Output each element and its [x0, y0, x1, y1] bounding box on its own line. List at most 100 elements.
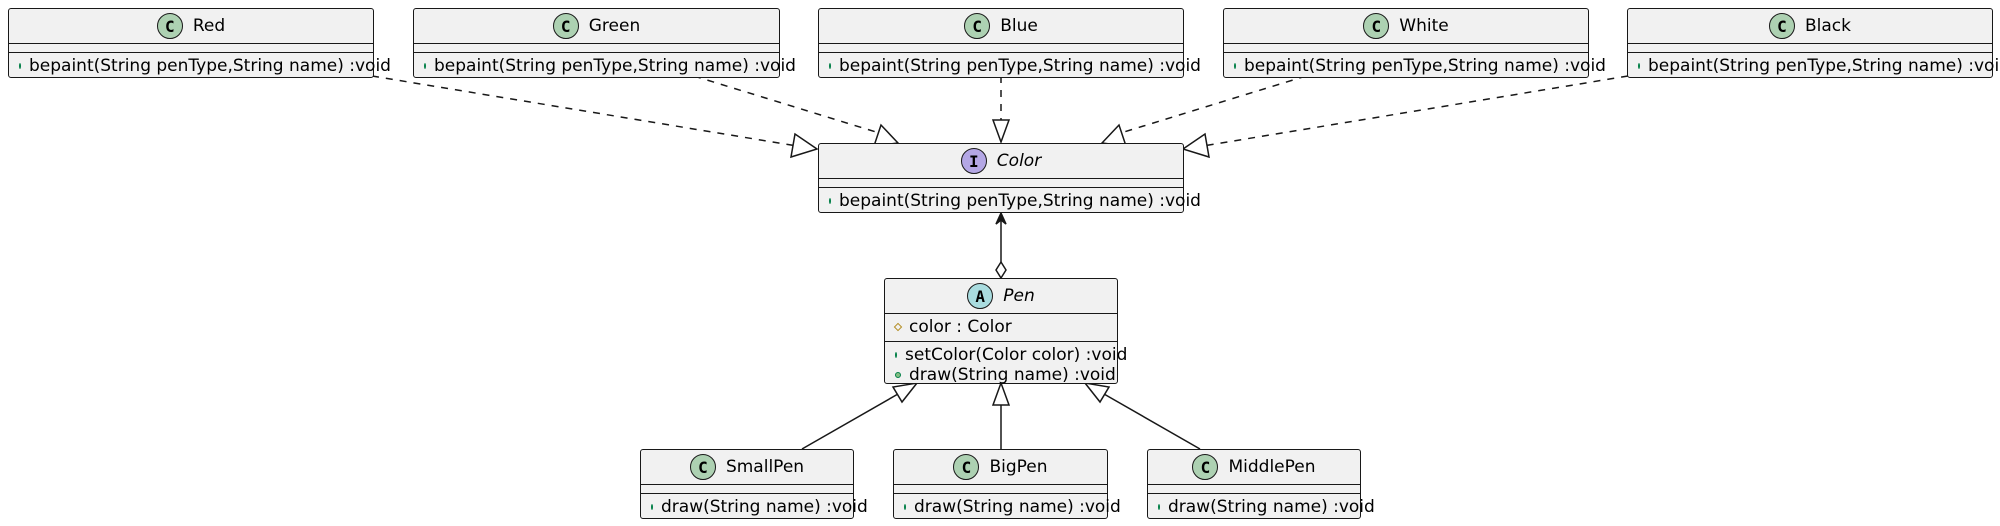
class-middlepen[interactable]: C MiddlePen draw(String name) :void [1147, 449, 1375, 521]
class-middlepen-header: C MiddlePen [1148, 450, 1360, 485]
class-name: Green [588, 16, 641, 36]
abstract-class-pen[interactable]: A Pen color : Color setColor(Color color… [884, 278, 1127, 385]
methods-section: draw(String name) :void [1148, 494, 1375, 521]
class-badge-icon: C [689, 454, 716, 480]
class-name: MiddlePen [1228, 457, 1316, 477]
public-visibility-icon [1158, 504, 1160, 510]
method-row: draw(String name) :void [641, 497, 868, 517]
class-green[interactable]: C Green bepaint(String penType,String na… [413, 8, 796, 80]
generalization-middlepen-pen-arrowhead [1083, 381, 1111, 404]
methods-section: bepaint(String penType,String name) :voi… [414, 53, 796, 80]
realization-red-color-arrowhead [790, 132, 819, 159]
field-text: color : Color [909, 317, 1012, 337]
method-text: draw(String name) :void [909, 365, 1116, 385]
public-visibility-icon [904, 504, 906, 510]
class-name: Color [996, 151, 1042, 171]
method-row: bepaint(String penType,String name) :voi… [414, 56, 796, 76]
methods-section: draw(String name) :void [641, 494, 868, 521]
fields-section [641, 485, 853, 494]
fields-section [9, 44, 373, 53]
class-bigpen[interactable]: C BigPen draw(String name) :void [893, 449, 1121, 521]
methods-section: bepaint(String penType,String name) :voi… [9, 53, 391, 80]
class-smallpen[interactable]: C SmallPen draw(String name) :void [640, 449, 868, 521]
method-row: bepaint(String penType,String name) :voi… [819, 191, 1201, 211]
method-row: draw(String name) :void [1148, 497, 1375, 517]
interface-color-header: I Color [819, 144, 1183, 179]
public-visibility-icon [19, 63, 21, 69]
field-row: color : Color [885, 317, 1117, 337]
fields-section [1148, 485, 1360, 494]
fields-section [894, 485, 1107, 494]
methods-section: bepaint(String penType,String name) :voi… [819, 53, 1201, 80]
realization-black-color-arrowhead [1181, 132, 1210, 159]
public-visibility-icon [1638, 63, 1640, 69]
methods-section: bepaint(String penType,String name) :voi… [1224, 53, 1606, 80]
methods-section: setColor(Color color) :void draw(String … [885, 342, 1127, 389]
realization-black-color [1202, 75, 1629, 147]
class-red[interactable]: C Red bepaint(String penType,String name… [8, 8, 391, 80]
abstract-class-pen-header: A Pen [885, 279, 1117, 314]
method-text: bepaint(String penType,String name) :voi… [839, 56, 1201, 76]
class-green-header: C Green [414, 9, 779, 44]
fields-section [414, 44, 779, 53]
method-row: bepaint(String penType,String name) :voi… [1224, 56, 1606, 76]
class-blue[interactable]: C Blue bepaint(String penType,String nam… [818, 8, 1201, 80]
class-name: White [1399, 16, 1449, 36]
class-badge-icon: C [964, 13, 991, 39]
method-text: bepaint(String penType,String name) :voi… [1244, 56, 1606, 76]
class-badge-icon: C [552, 13, 579, 39]
class-smallpen-header: C SmallPen [641, 450, 853, 485]
generalization-smallpen-pen-arrowhead [891, 381, 919, 404]
realization-blue-color-arrowhead [991, 119, 1011, 145]
class-black[interactable]: C Black bepaint(String penType,String na… [1627, 8, 2000, 80]
abstract-badge-icon: A [967, 283, 994, 309]
method-text: bepaint(String penType,String name) :voi… [839, 191, 1201, 211]
class-badge-icon: C [1192, 454, 1219, 480]
class-badge-icon: C [1769, 13, 1795, 39]
methods-section: bepaint(String penType,String name) :voi… [819, 188, 1201, 215]
class-badge-icon: C [953, 454, 980, 480]
methods-section: draw(String name) :void [894, 494, 1121, 521]
fields-section [819, 44, 1183, 53]
class-blue-header: C Blue [819, 9, 1183, 44]
public-visibility-icon [895, 372, 901, 378]
method-text: setColor(Color color) :void [905, 345, 1128, 365]
realization-red-color [371, 75, 798, 147]
class-bigpen-header: C BigPen [894, 450, 1107, 485]
class-name: Pen [1003, 286, 1035, 306]
method-text: bepaint(String penType,String name) :voi… [29, 56, 391, 76]
class-white-header: C White [1224, 9, 1588, 44]
public-visibility-icon [829, 198, 831, 204]
generalization-smallpen-pen [801, 393, 899, 450]
class-name: Blue [1000, 16, 1038, 36]
class-badge-icon: C [1363, 13, 1390, 39]
public-visibility-icon [651, 504, 653, 510]
class-name: SmallPen [725, 457, 805, 477]
public-visibility-icon [895, 352, 897, 358]
generalization-middlepen-pen [1103, 393, 1201, 450]
class-name: BigPen [989, 457, 1048, 477]
realization-green-color [693, 75, 877, 133]
public-visibility-icon [1234, 63, 1236, 69]
method-row: draw(String name) :void [894, 497, 1121, 517]
public-visibility-icon [829, 63, 831, 69]
method-text: draw(String name) :void [661, 497, 868, 517]
class-name: Black [1805, 16, 1851, 36]
class-name: Red [192, 16, 226, 36]
method-text: bepaint(String penType,String name) :voi… [1648, 56, 2000, 76]
method-row: setColor(Color color) :void [885, 345, 1127, 365]
interface-color[interactable]: I Color bepaint(String penType,String na… [818, 143, 1201, 215]
method-row: bepaint(String penType,String name) :voi… [9, 56, 391, 76]
method-text: draw(String name) :void [1168, 497, 1375, 517]
aggregation-diamond [995, 260, 1007, 280]
aggregation-arrowhead [995, 211, 1007, 225]
methods-section: bepaint(String penType,String name) :voi… [1628, 53, 2000, 80]
class-white[interactable]: C White bepaint(String penType,String na… [1223, 8, 1606, 80]
class-red-header: C Red [9, 9, 373, 44]
interface-badge-icon: I [960, 148, 987, 174]
class-black-header: C Black [1628, 9, 1992, 44]
class-badge-icon: C [156, 13, 183, 39]
protected-visibility-icon [893, 322, 903, 332]
method-text: bepaint(String penType,String name) :voi… [434, 56, 796, 76]
